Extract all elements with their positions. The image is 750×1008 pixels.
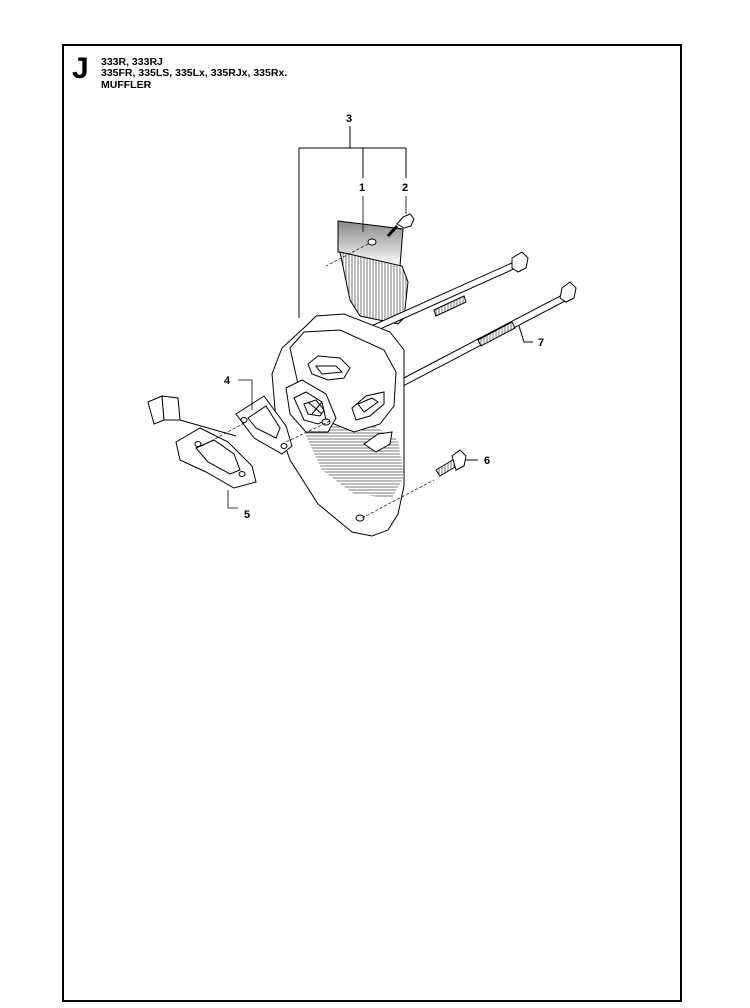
diagram-title: MUFFLER (101, 79, 152, 91)
callout-3: 3 (346, 113, 352, 125)
callout-4: 4 (224, 375, 231, 387)
callout-2: 2 (402, 182, 408, 194)
screw-part-6 (435, 449, 478, 477)
heat-shield-part-1 (325, 196, 409, 325)
callout-1: 1 (359, 182, 365, 194)
screw-part-2 (386, 196, 415, 238)
diagram-frame (62, 44, 682, 1002)
callout-6: 6 (484, 455, 490, 467)
callout-5: 5 (244, 509, 250, 521)
bracket-plate-part-5 (147, 395, 257, 509)
callout-7: 7 (538, 337, 544, 349)
section-letter: J (72, 52, 89, 85)
model-list-line-1: 333R, 333RJ (101, 56, 163, 68)
model-list-line-2: 335FR, 335LS, 335Lx, 335RJx, 335Rx. (101, 67, 288, 79)
bolts-part-7 (357, 251, 577, 387)
callout-3-bracket (298, 126, 407, 318)
assembly-centerline (201, 419, 435, 519)
muffler-body (271, 313, 405, 537)
gasket-part-4 (235, 379, 293, 455)
